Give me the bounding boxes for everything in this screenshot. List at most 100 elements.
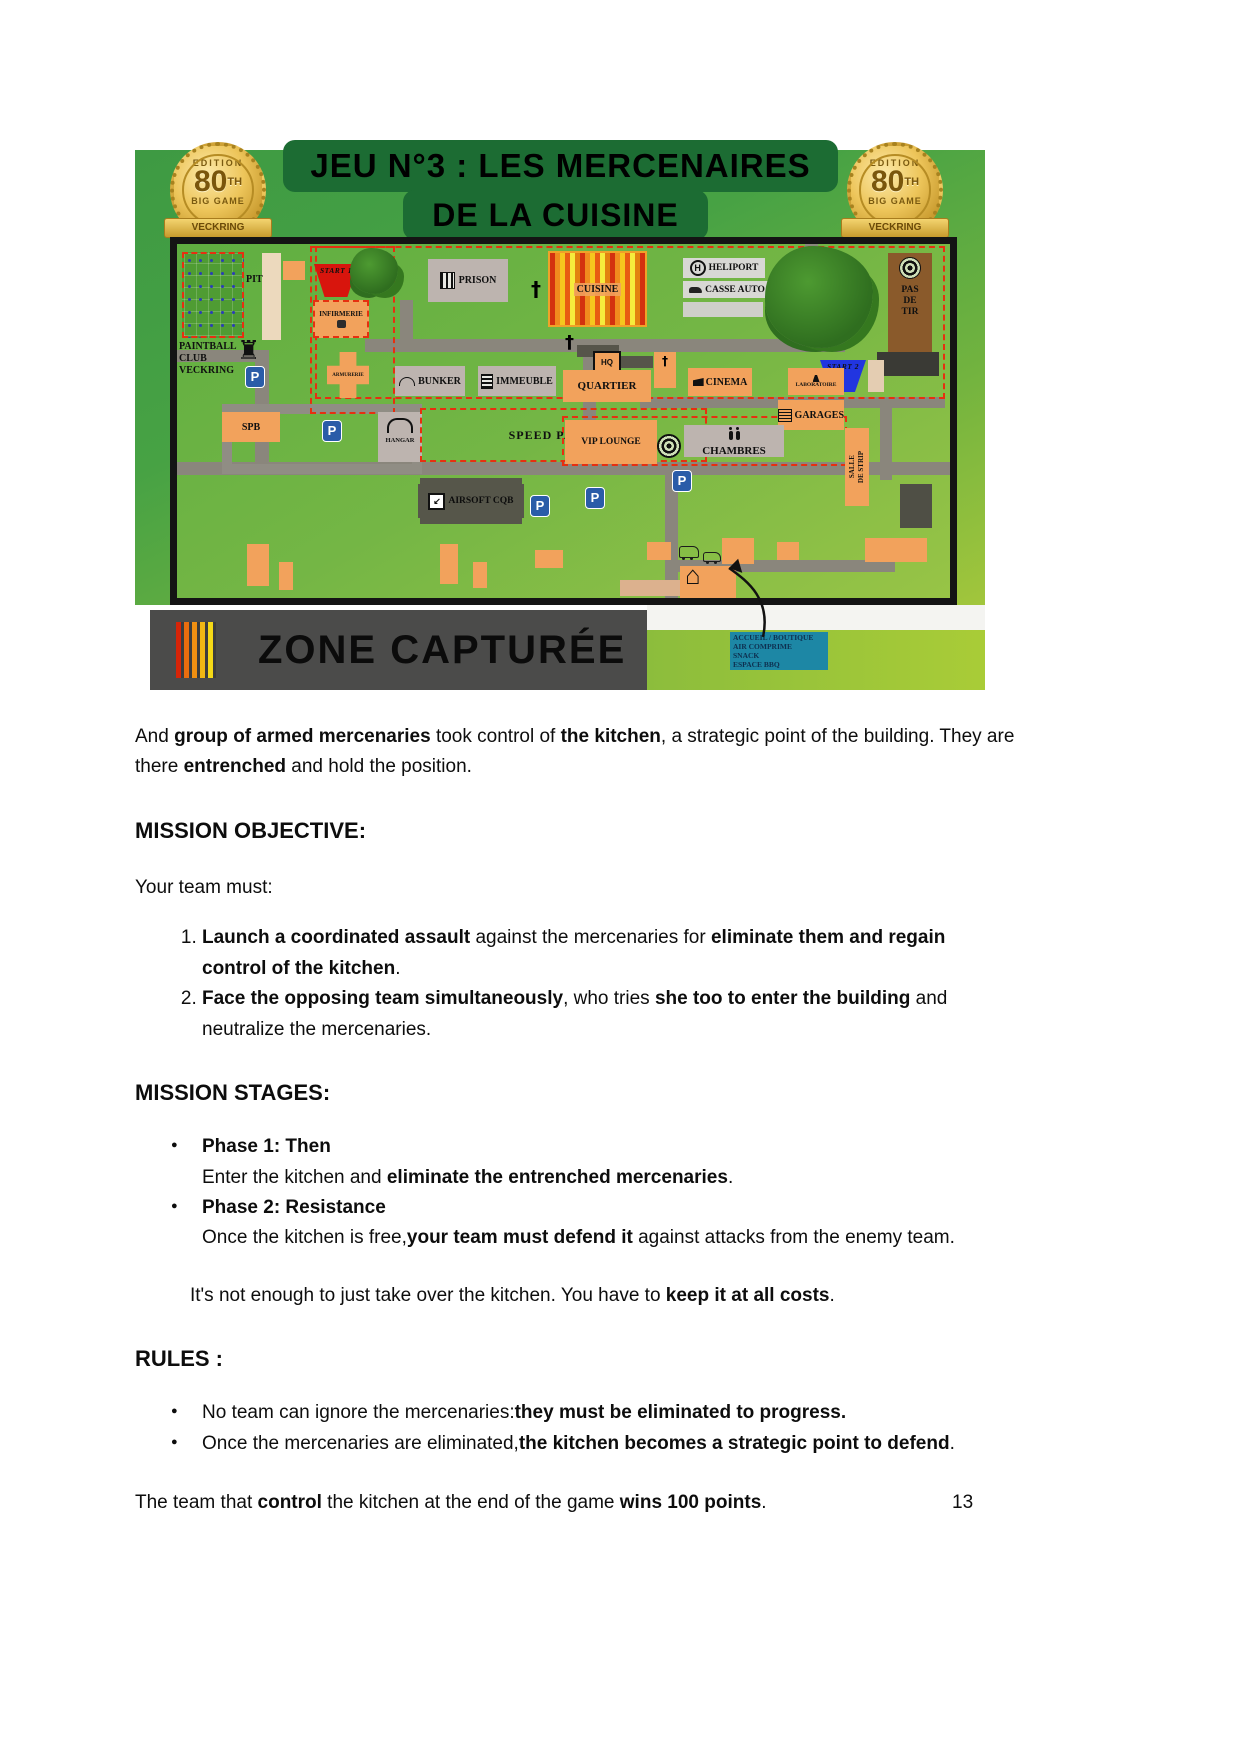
map-building-hangar: HANGAR: [378, 412, 422, 462]
map-label-start1: START 1: [319, 266, 353, 275]
map-road: [880, 400, 892, 480]
clapper-icon: [692, 378, 704, 386]
map-title-banner-1: JEU N°3 : LES MERCENAIRES: [283, 140, 838, 192]
flask-icon: [812, 375, 820, 382]
map-building-airsoft-cqb: ↙ AIRSOFT CQB: [420, 478, 522, 524]
map-building-heliport: H HELIPORT: [683, 258, 765, 278]
people-icons: [684, 427, 784, 445]
heading-mission-objective: MISSION OBJECTIVE:: [135, 817, 367, 843]
map-building-church: †: [654, 352, 676, 388]
stages-list: Phase 1: Then Enter the kitchen and elim…: [135, 1132, 1015, 1254]
cross-icon: †: [531, 277, 541, 301]
map-title-line1: JEU N°3 : LES MERCENAIRES: [310, 147, 811, 184]
map-label-pas-de-tir: PAS DE TIR: [901, 285, 919, 317]
prison-bars-icon: [439, 272, 455, 289]
zone-capturee-legend: ZONE CAPTURÉE: [150, 610, 647, 690]
map-building: [473, 562, 487, 588]
map-building-laboratoire: LABORATOIRE: [788, 368, 844, 395]
map-building-quartier: QUARTIER: [563, 370, 651, 402]
objective-lead: Your team must:: [135, 876, 273, 898]
car-icon: [689, 286, 703, 293]
map-building-salle-de-strip: SALLE DE STRIP: [845, 428, 869, 506]
map-building-chambres: CHAMBRES: [684, 425, 784, 457]
stage-item: Phase 2: Resistance Once the kitchen is …: [171, 1193, 1015, 1254]
objective-item: Face the opposing team simultaneously, w…: [202, 984, 1015, 1045]
stage-title: Phase 2: Resistance: [202, 1196, 386, 1218]
info-line: AIR COMPRIME: [733, 642, 792, 651]
edition-badge-right: EDITION 80TH BIG GAME VECKRING: [841, 142, 949, 238]
home-icon: ⌂: [685, 560, 701, 590]
church-cross-icon: †: [662, 354, 668, 368]
target-icon: [899, 257, 921, 279]
map-building-immeuble: IMMEUBLE: [478, 366, 556, 396]
map-building-cinema: CINEMA: [688, 368, 752, 396]
closing-paragraph: The team that control the kitchen at the…: [135, 1492, 767, 1514]
map-label-airsoft-cqb: AIRSOFT CQB: [448, 496, 514, 506]
tree-icon: [765, 246, 873, 348]
map-label-paintball-club: PAINTBALL CLUB VECKRING: [179, 341, 237, 376]
map-building-vip-lounge: VIP LOUNGE: [565, 420, 657, 464]
map-label-infirmerie: INFIRMERIE: [319, 310, 363, 318]
objective-item: Launch a coordinated assault against the…: [202, 923, 1015, 984]
building-icon: [481, 373, 494, 389]
map-building-prison: PRISON: [428, 259, 508, 302]
map-building: [868, 360, 884, 392]
map-label-pit: PIT: [246, 274, 263, 285]
map-building: [440, 544, 458, 584]
accueil-info-box: ACCUEIL / BOUTIQUE AIR COMPRIME SNACK ES…: [730, 632, 828, 670]
map-label-spb: SPB: [241, 421, 261, 433]
map-label-salle-de-strip: SALLE DE STRIP: [848, 450, 865, 484]
map-label-immeuble: IMMEUBLE: [496, 375, 553, 387]
map-label-laboratoire: LABORATOIRE: [795, 382, 837, 388]
map-road: [400, 300, 413, 340]
map-area-pit-field: [182, 252, 244, 338]
map-building-dark: [900, 484, 932, 528]
map-building-blank: [683, 302, 763, 317]
map-label-chambres: CHAMBRES: [702, 445, 766, 457]
rules-list: No team can ignore the mercenaries:they …: [135, 1398, 1015, 1459]
map-label-vip-lounge: VIP LOUNGE: [581, 437, 641, 447]
map-building: [647, 542, 671, 560]
map-field: PIT PAINTBALL CLUB VECKRING ♜ P START 1 …: [170, 237, 957, 605]
garage-door-icon: [778, 408, 792, 422]
stage-item: Phase 1: Then Enter the kitchen and elim…: [171, 1132, 1015, 1193]
stage-body: Enter the kitchen and eliminate the entr…: [202, 1166, 734, 1188]
map-label-prison: PRISON: [458, 275, 497, 286]
map-label-bunker: BUNKER: [418, 375, 461, 387]
figure-white-strip: [647, 605, 985, 630]
stage-body: Once the kitchen is free,your team must …: [202, 1227, 955, 1249]
map-building-infirmerie: INFIRMERIE: [313, 300, 369, 338]
badge-ribbon-veckring: VECKRING: [164, 218, 272, 238]
parking-icon: P: [322, 420, 342, 442]
parking-icon: P: [585, 487, 605, 509]
map-building: [777, 542, 799, 560]
heading-rules: RULES :: [135, 1346, 223, 1372]
map-building: [283, 261, 305, 280]
map-building-pas-de-tir: PAS DE TIR: [888, 253, 932, 353]
hangar-dome-icon: [387, 418, 413, 433]
badge-ring: [859, 154, 931, 226]
stages-note: It's not enough to just take over the ki…: [190, 1284, 835, 1306]
document-body: And group of armed mercenaries took cont…: [135, 722, 1015, 1518]
map-building: [279, 562, 293, 590]
map-label-cuisine: CUISINE: [573, 282, 622, 296]
info-line: SNACK: [733, 651, 760, 660]
badge-ring: [182, 154, 254, 226]
parking-icon: P: [530, 495, 550, 517]
map-label-casse-auto: CASSE AUTO: [705, 284, 765, 295]
map-building-accueil: [680, 566, 736, 598]
tree-icon: [350, 248, 398, 294]
map-area-cuisine: CUISINE: [548, 251, 647, 327]
rule-item: Once the mercenaries are eliminated,the …: [171, 1429, 1015, 1459]
map-title-line2: DE LA CUISINE: [432, 196, 679, 233]
intro-paragraph: And group of armed mercenaries took cont…: [135, 726, 1015, 778]
game-map-figure: JEU N°3 : LES MERCENAIRES DE LA CUISINE …: [135, 140, 985, 690]
map-label-cinema: CINEMA: [705, 376, 748, 388]
map-strip-tan: [262, 253, 281, 340]
edition-badge-left: EDITION 80TH BIG GAME VECKRING: [164, 142, 272, 238]
page-number: 13: [952, 1492, 974, 1513]
map-building-casse-auto: CASSE AUTO: [683, 281, 771, 298]
rule-item: No team can ignore the mercenaries:they …: [171, 1398, 1015, 1428]
bunker-dome-icon: [399, 376, 416, 386]
dashed-zone-start1: [310, 246, 395, 414]
